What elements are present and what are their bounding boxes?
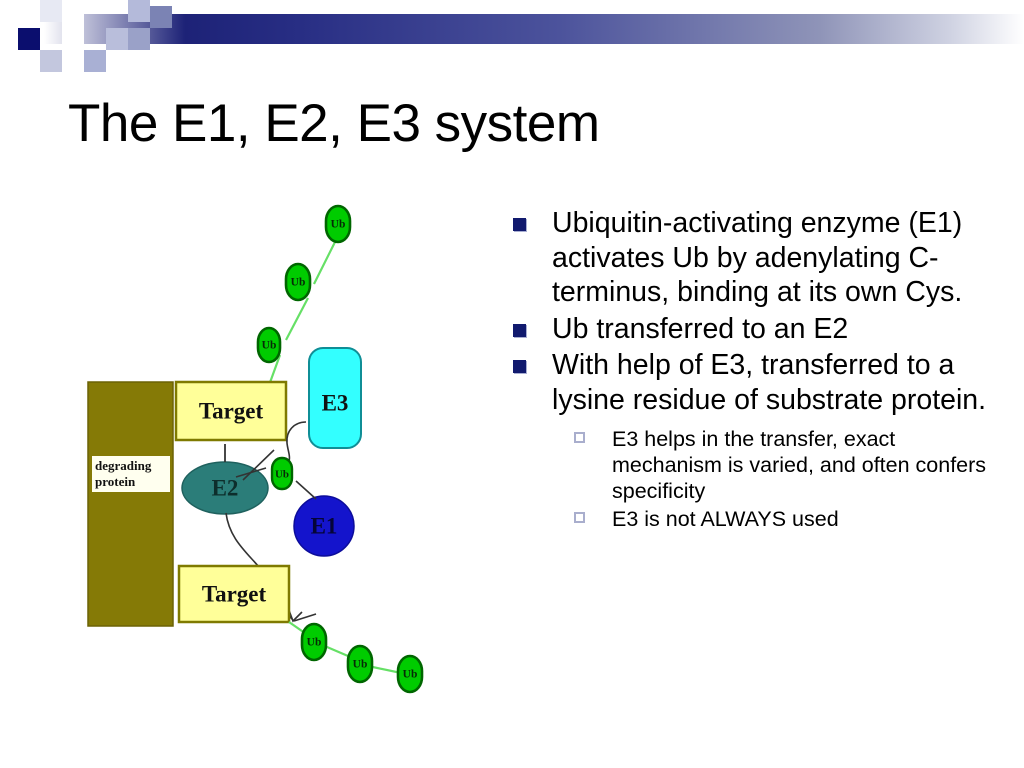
bullet-text: Ub transferred to an E2: [552, 312, 849, 345]
bullet-item-level1-1: Ub transferred to an E2: [509, 312, 1007, 347]
e1-to-ub-stem: [295, 480, 317, 500]
e2-stem-diagonal-2: [242, 449, 275, 481]
bullet-text: E3 is not ALWAYS used: [612, 507, 839, 531]
target-top-rect: [174, 380, 288, 442]
ub-capsule-label: Ub: [307, 637, 322, 649]
ub-free-label: Ub: [275, 469, 289, 481]
ub-capsule-shape: [256, 326, 282, 364]
e1-shape: [293, 495, 355, 557]
bullet-item-level1-2: With help of E3, transferred to a lysine…: [509, 348, 1007, 417]
arrow-tail-tick: [293, 613, 317, 622]
bullet-item-level2-3: E3 helps in the transfer, exact mechanis…: [564, 426, 1007, 504]
header-square-1: [40, 0, 62, 22]
ub-bottom-0: Ub: [300, 622, 328, 662]
ub-capsule-shape: [300, 622, 328, 662]
bullet-marker-square: [513, 323, 526, 337]
degrading-protein-label-line1: degrading: [95, 458, 152, 473]
ub-top-2: Ub: [324, 204, 352, 244]
bullet-item-level1-0: Ubiquitin-activating enzyme (E1) activat…: [509, 206, 1007, 310]
ub-bottom-2: Ub: [396, 654, 424, 694]
header-square-5: [84, 50, 106, 72]
ub-capsule-shape: [396, 654, 424, 694]
header-square-3: [62, 6, 84, 28]
degrading-protein-rect: [87, 381, 174, 627]
bullet-item-level2-4: E3 is not ALWAYS used: [564, 506, 1007, 532]
header-square-4: [62, 28, 84, 50]
e3-label: E3: [322, 390, 349, 415]
header-square-7: [128, 0, 150, 22]
header-square-0: [18, 28, 40, 50]
ub-capsule-shape: [284, 262, 312, 302]
header-decoration: [0, 0, 1024, 72]
header-square-8: [128, 28, 150, 50]
bullet-text: E3 helps in the transfer, exact mechanis…: [612, 427, 987, 503]
ub-capsule-label: Ub: [262, 340, 277, 352]
ub-bottom-1: Ub: [346, 644, 374, 684]
ub-top-0: Ub: [256, 326, 282, 364]
ub-capsule-shape: [346, 644, 374, 684]
bullet-spacer: [509, 419, 1007, 426]
ub-free-shape: [270, 456, 294, 491]
target-top-label: Target: [199, 398, 264, 423]
ub-capsule-label: Ub: [291, 277, 306, 289]
header-square-9: [150, 6, 172, 28]
ub-capsule-label: Ub: [403, 669, 418, 681]
degrading-protein-label-line2: protein: [95, 474, 136, 489]
target-bottom-rect: [177, 564, 291, 624]
bullet-marker-square: [513, 360, 526, 373]
header-square-6: [106, 28, 128, 50]
degrading-protein-label-box: [92, 456, 170, 492]
e3-shape: [308, 347, 362, 449]
bullet-text: With help of E3, transferred to a lysine…: [552, 349, 987, 416]
target-bottom-label: Target: [202, 581, 267, 606]
bullet-list: Ubiquitin-activating enzyme (E1) activat…: [509, 206, 1007, 534]
ub-capsule-shape: [324, 204, 352, 244]
bullet-marker-hollow-square: [574, 512, 585, 523]
ub-capsule-label: Ub: [353, 659, 368, 671]
bullet-text: Ubiquitin-activating enzyme (E1) activat…: [552, 207, 963, 308]
ub-top-1: Ub: [284, 262, 312, 302]
ubiquitination-diagram: Target E3 E2 Ub E1 Target: [80, 200, 450, 700]
header-square-2: [40, 50, 62, 72]
e2-label: E2: [212, 475, 239, 500]
e1-label: E1: [311, 513, 338, 538]
ub-capsule-label: Ub: [331, 219, 346, 231]
bullet-marker-hollow-square: [574, 432, 585, 443]
bullet-marker-square: [513, 218, 526, 231]
page-title: The E1, E2, E3 system: [68, 94, 600, 153]
